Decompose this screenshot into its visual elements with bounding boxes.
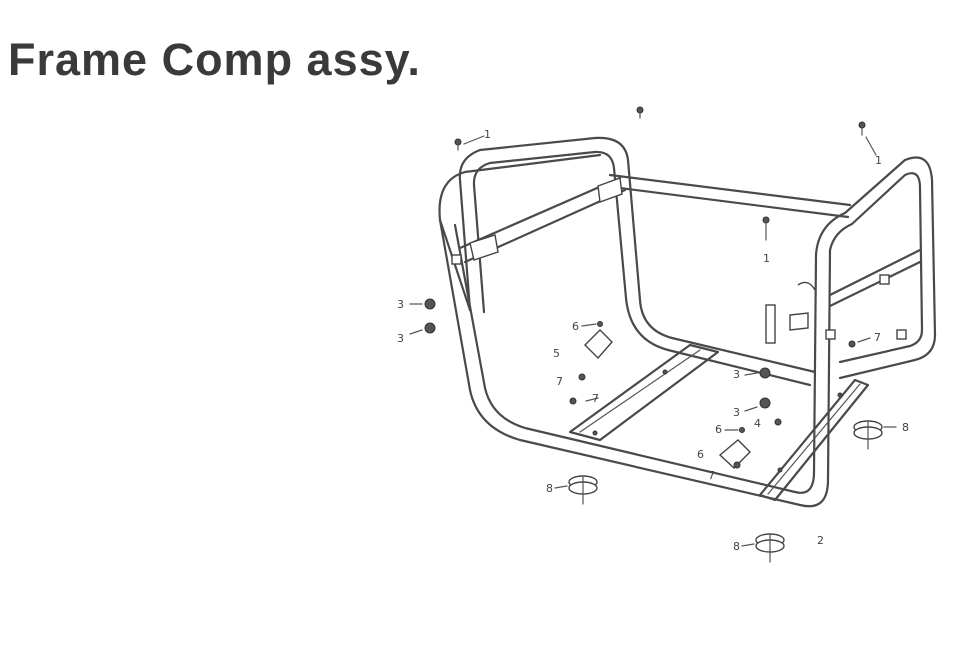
bolt-part-1 [454,106,877,241]
callout-8: 8 [733,540,740,553]
rubber-foot-part-8 [554,420,897,563]
callout-7: 7 [874,331,881,344]
callout-8: 8 [902,421,909,434]
nut-part-3 [409,298,771,412]
callout-6: 6 [697,448,704,461]
callout-8: 8 [546,482,553,495]
mount-bracket-part-5 [581,321,751,469]
frame-tube [438,136,937,508]
callout-2: 2 [817,534,824,547]
callout-7: 7 [708,469,715,482]
callout-3: 3 [397,298,404,311]
mounting-rails [568,343,870,502]
callout-5: 5 [553,347,560,360]
callout-7: 7 [556,375,563,388]
callout-4: 4 [754,417,761,430]
callout-1: 1 [763,252,770,265]
callout-labels: 1 1 1 2 3 3 3 3 4 5 6 6 6 7 7 7 7 8 8 8 [397,128,909,553]
callout-3: 3 [733,368,740,381]
callout-6: 6 [715,423,722,436]
callout-3: 3 [733,406,740,419]
callout-6: 6 [572,320,579,333]
callout-3: 3 [397,332,404,345]
callout-7: 7 [592,392,599,405]
frame-brackets [451,177,907,344]
callout-1: 1 [484,128,491,141]
page-title: Frame Comp assy. [8,34,421,85]
washer-part-7 [569,337,871,469]
callout-1: 1 [875,154,882,167]
